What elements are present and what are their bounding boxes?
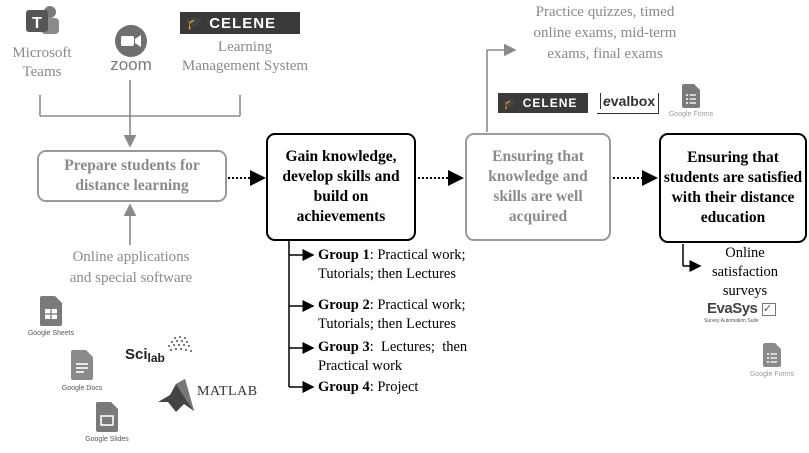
zoom-icon (114, 24, 148, 58)
ensure-knowledge-box: Ensuring that knowledge and skills are w… (465, 133, 611, 241)
celene-caption-line2: Management System (181, 58, 309, 74)
teams-label-line2: Teams (22, 64, 62, 80)
google-docs-icon (71, 350, 93, 380)
gain-box: Gain knowledge, develop skills and build… (266, 133, 416, 241)
satisfaction-line2: satisfaction (711, 264, 779, 280)
online-apps-line1: Online applications (72, 249, 190, 265)
matlab-text: MATLAB (197, 384, 258, 399)
online-apps-line2: and special software (69, 270, 193, 286)
check-icon: ✓ (761, 303, 776, 316)
teams-icon: T (24, 4, 60, 38)
scilab-text: Scilab (125, 346, 165, 365)
celene-exams-logo-text: CELENE (522, 96, 578, 110)
graduation-cap-icon: 🎓 (186, 15, 204, 30)
group-1-line2: Tutorials; then Lectures (318, 266, 456, 282)
google-slides-icon (96, 402, 118, 432)
exams-line2: online exams, mid-term (533, 25, 677, 41)
satisfaction-line1: Online (725, 245, 765, 261)
satisfaction-line3: surveys (722, 283, 768, 299)
ensure-satisfied-box: Ensuring that students are satisfied wit… (659, 133, 807, 243)
exams-line3: exams, final exams (547, 46, 663, 62)
celene-logo: 🎓 CELENE (180, 12, 300, 34)
evalbox-logo-b: valbox (610, 93, 656, 109)
group-3-rest: : Lectures; then (369, 339, 468, 355)
evasys-text: EvaSys (707, 300, 758, 317)
group-2-line2: Tutorials; then Lectures (318, 316, 456, 332)
exams-label: Practice quizzes, timed online exams, mi… (505, 2, 705, 65)
google-forms-label: Google Forms (668, 111, 714, 118)
scilab-logo (125, 330, 205, 370)
celene-caption: Learning Management System (160, 38, 330, 76)
matlab-icon (156, 378, 196, 414)
zoom-logo-text: zoom (110, 55, 152, 74)
group-4-name: Group 4 (318, 379, 370, 395)
graduation-cap-icon: 🎓 (503, 97, 518, 110)
group-2-rest: : Practical work; (369, 297, 466, 313)
celene-caption-line1: Learning (217, 39, 273, 55)
satisfaction-label: Online satisfaction surveys (690, 244, 800, 301)
exams-line1: Practice quizzes, timed (535, 4, 675, 20)
celene-logo-text: CELENE (209, 14, 277, 32)
google-forms-satisfaction-label: Google Forms (749, 371, 795, 378)
evalbox-logo: evalbox (597, 93, 660, 114)
prepare-box: Prepare students for distance learning (37, 150, 227, 202)
google-sheets-label: Google Sheets (27, 330, 75, 337)
group-3: Group 3: Lectures; then Practical work (318, 338, 508, 376)
google-forms-icon (763, 343, 781, 367)
teams-label-line1: Microsoft (12, 45, 72, 61)
group-1-name: Group 1 (318, 247, 370, 263)
group-4: Group 4: Project (318, 378, 508, 397)
google-sheets-icon (40, 296, 62, 326)
celene-exams-logo: 🎓 CELENE (498, 93, 588, 113)
teams-label: Microsoft Teams (0, 44, 84, 82)
group-2-name: Group 2 (318, 297, 370, 313)
scilab-text-a: Sci (125, 346, 148, 363)
group-3-name: Group 3 (318, 339, 370, 355)
evasys-logo: EvaSys ✓ (707, 300, 787, 318)
evasys-subtitle: Survey Automation Suite (704, 318, 759, 324)
scilab-text-b: lab (147, 351, 165, 365)
google-slides-label: Google Slides (85, 436, 129, 443)
google-docs-label: Google Docs (61, 385, 103, 392)
group-1: Group 1: Practical work; Tutorials; then… (318, 246, 508, 284)
google-forms-icon (682, 84, 700, 108)
group-1-rest: : Practical work; (369, 247, 466, 263)
group-3-line2: Practical work (318, 358, 403, 374)
group-2: Group 2: Practical work; Tutorials; then… (318, 296, 508, 334)
svg-text:T: T (32, 15, 42, 32)
group-4-rest: : Project (369, 379, 419, 395)
online-apps-label: Online applications and special software (36, 247, 226, 289)
evalbox-logo-a: e (600, 93, 611, 109)
